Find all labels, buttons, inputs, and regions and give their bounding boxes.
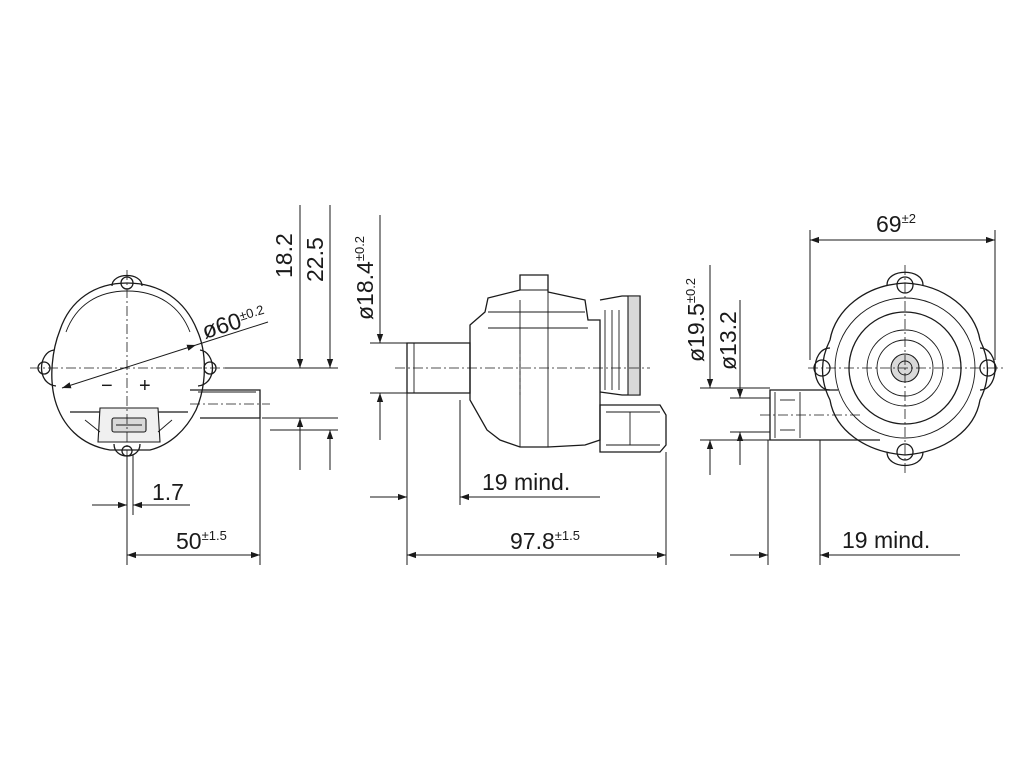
w50-label: 50±1.5 (176, 528, 227, 554)
side-view (395, 274, 667, 453)
w69-label: 69±2 (876, 211, 916, 237)
d13_2-label: ø13.2 (715, 311, 741, 370)
min19a-label: 19 mind. (482, 469, 570, 495)
min19b-label: 19 mind. (842, 527, 930, 553)
front-view: − + (30, 270, 270, 515)
w97_8-label: 97.8±1.5 (510, 528, 580, 554)
minus-terminal-label: − (101, 375, 113, 397)
rear-view (760, 265, 1005, 475)
d60-label: ø60±0.2 (199, 300, 269, 344)
h22-label: 22.5 (302, 237, 328, 282)
d18_4-label: ø18.4±0.2 (352, 236, 378, 320)
d60-dim-line (61, 344, 197, 389)
d19_5-label: ø19.5±0.2 (683, 278, 709, 362)
h18-label: 18.2 (271, 233, 297, 278)
w1_7-label: 1.7 (152, 479, 184, 505)
plus-terminal-label: + (139, 375, 151, 397)
